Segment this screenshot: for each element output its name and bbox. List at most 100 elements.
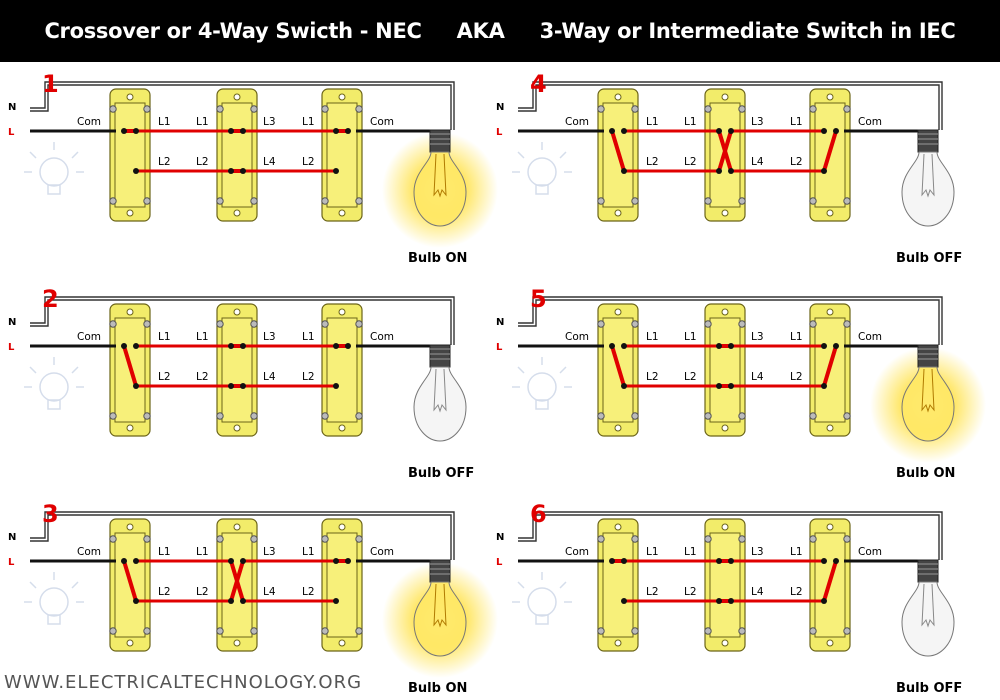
l1-label: L1 <box>790 331 803 343</box>
screw <box>109 197 117 205</box>
l1-label: L1 <box>790 546 803 558</box>
faint-bulb-ray <box>29 151 37 159</box>
terminal-dot <box>821 343 827 349</box>
screw <box>250 197 258 205</box>
faint-bulb-icon <box>24 142 84 195</box>
screw <box>355 197 363 205</box>
terminal-dot <box>240 343 246 349</box>
l4-label: L4 <box>751 371 764 383</box>
switch-3 <box>321 303 363 437</box>
switch-2 <box>216 88 258 222</box>
neutral-wire <box>518 511 943 560</box>
terminal-dot <box>621 168 627 174</box>
screw <box>738 535 746 543</box>
l3-label: L3 <box>263 116 276 128</box>
bulb-glass <box>413 366 467 442</box>
screw <box>843 105 851 113</box>
bulb-glass <box>901 366 955 442</box>
mount-hole <box>614 424 622 432</box>
screw <box>321 535 329 543</box>
mount-hole <box>721 523 729 531</box>
mount-hole <box>233 424 241 432</box>
switch-2 <box>704 518 746 652</box>
switch-body <box>114 102 146 208</box>
terminal-dot <box>133 383 139 389</box>
terminal-dot <box>133 128 139 134</box>
screw <box>704 105 712 113</box>
faint-bulb-base <box>535 184 549 195</box>
faint-bulb-base <box>47 184 61 195</box>
l2-label: L2 <box>302 371 315 383</box>
l2-label: L2 <box>196 586 209 598</box>
com-label: Com <box>77 331 101 343</box>
faint-bulb-ray <box>29 581 37 589</box>
terminal-dot <box>240 383 246 389</box>
terminal-dot <box>716 343 722 349</box>
l2-label: L2 <box>646 586 659 598</box>
l2-label: L2 <box>196 156 209 168</box>
l3-label: L3 <box>751 331 764 343</box>
mount-hole <box>126 209 134 217</box>
switch-1 <box>597 518 639 652</box>
bulb-base <box>429 344 451 368</box>
mount-hole <box>721 424 729 432</box>
screw <box>143 197 151 205</box>
mount-hole <box>233 308 241 316</box>
terminal-dot <box>621 343 627 349</box>
terminal-dot <box>240 128 246 134</box>
terminal-dot <box>833 343 839 349</box>
faint-bulb-circle <box>527 587 557 617</box>
terminal-dot <box>621 598 627 604</box>
bulb-glass <box>901 151 955 227</box>
bulb-filament <box>921 368 935 413</box>
faint-bulb-ray <box>29 366 37 374</box>
faint-bulb-icon <box>24 357 84 410</box>
switch-body <box>221 317 253 423</box>
screw <box>597 412 605 420</box>
switch-body <box>221 102 253 208</box>
switch-2 <box>704 303 746 437</box>
switch-3-contact <box>822 130 838 172</box>
faint-bulb-circle <box>527 372 557 402</box>
terminal-dot <box>609 343 615 349</box>
terminal-dot <box>728 128 734 134</box>
faint-bulb-icon <box>512 572 572 625</box>
neutral-wire <box>30 514 452 560</box>
panel-number: 1 <box>42 70 59 98</box>
mount-hole <box>126 308 134 316</box>
panel-number: 2 <box>42 285 59 313</box>
com-label: Com <box>565 331 589 343</box>
screw <box>355 627 363 635</box>
screw <box>809 105 817 113</box>
screw <box>216 627 224 635</box>
mount-hole <box>721 93 729 101</box>
l4-label: L4 <box>751 156 764 168</box>
screw <box>704 197 712 205</box>
terminal-dot <box>121 558 127 564</box>
switch-body <box>326 102 358 208</box>
neutral-wire <box>30 296 455 345</box>
bulb-base <box>429 559 451 583</box>
l1-label: L1 <box>158 116 171 128</box>
mount-hole <box>614 639 622 647</box>
switch-body <box>709 532 741 638</box>
terminal-dot <box>716 168 722 174</box>
neutral-wire <box>518 514 940 560</box>
screw <box>809 535 817 543</box>
bulb-status: Bulb ON <box>408 251 467 266</box>
mount-hole <box>614 93 622 101</box>
l1-label: L1 <box>684 546 697 558</box>
neutral-wire <box>30 84 452 130</box>
faint-bulb-ray <box>559 581 567 589</box>
mount-hole <box>338 523 346 531</box>
screw <box>631 535 639 543</box>
switch-3 <box>321 518 363 652</box>
screw <box>143 535 151 543</box>
switch-body <box>814 532 846 638</box>
l4-label: L4 <box>263 156 276 168</box>
terminal-dot <box>716 598 722 604</box>
terminal-dot <box>333 558 339 564</box>
screw <box>597 197 605 205</box>
